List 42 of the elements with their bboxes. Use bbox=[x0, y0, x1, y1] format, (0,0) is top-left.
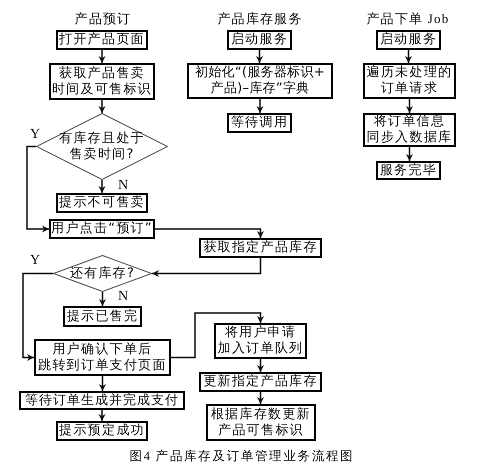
caption: 图4 产品库存及订单管理业务流程图 bbox=[130, 448, 354, 464]
flow-arrow bbox=[405, 50, 412, 63]
flow-arrow bbox=[256, 50, 263, 63]
flow-arrow bbox=[98, 50, 106, 63]
column-heading: 产品预订 bbox=[74, 11, 132, 27]
column-heading: 产品库存服务 bbox=[217, 11, 303, 27]
process-box: 将订单信息同步入数据库 bbox=[363, 113, 456, 147]
process-box: 提示不可售卖 bbox=[56, 193, 148, 213]
flow-arrow bbox=[98, 100, 106, 113]
flow-arrow bbox=[155, 228, 264, 238]
process-box: 等待订单生成并完成支付 bbox=[19, 391, 185, 410]
flow-arrow bbox=[99, 292, 106, 306]
process-box: 服务完毕 bbox=[376, 161, 441, 180]
process-box: 打开产品页面 bbox=[56, 30, 148, 50]
process-box: 获取产品售卖时间及可售标识 bbox=[49, 63, 155, 100]
flow-arrow bbox=[22, 272, 53, 361]
process-box: 更新指定产品库存 bbox=[199, 372, 322, 392]
process-box: 启动服务 bbox=[227, 30, 292, 50]
flow-arrow bbox=[406, 147, 413, 161]
process-box: 根据库存数更新产品可售标识 bbox=[206, 404, 316, 441]
process-box: 将用户申请加入订单队列 bbox=[214, 323, 307, 359]
process-box: 遍历未处理的订单请求 bbox=[363, 63, 456, 99]
process-box: 初始化“(服务器标识+产品)–库存”字典 bbox=[187, 63, 333, 99]
decision-diamond: 还有库存? bbox=[53, 255, 152, 292]
process-box: 提示预定成功 bbox=[56, 421, 148, 441]
flow-arrow bbox=[99, 376, 106, 391]
flow-arrow bbox=[256, 99, 264, 113]
flow-arrow bbox=[257, 359, 264, 372]
process-box: 用户确认下单后跳转到订单支付页面 bbox=[34, 339, 171, 376]
column-heading: 产品下单 Job bbox=[366, 11, 450, 27]
flow-arrow bbox=[171, 312, 264, 358]
flow-arrow bbox=[98, 410, 106, 421]
process-box: 用户点击“预订” bbox=[49, 219, 155, 239]
process-box: 获取指定产品库存 bbox=[199, 238, 322, 258]
process-box: 启动服务 bbox=[376, 30, 441, 50]
flow-arrow bbox=[257, 392, 264, 404]
process-box: 等待调用 bbox=[227, 113, 292, 133]
flow-arrow bbox=[152, 258, 262, 277]
flow-arrow bbox=[406, 99, 413, 113]
process-box: 提示已售完 bbox=[63, 306, 142, 327]
flow-arrow bbox=[26, 146, 49, 232]
flow-arrow bbox=[98, 180, 106, 193]
